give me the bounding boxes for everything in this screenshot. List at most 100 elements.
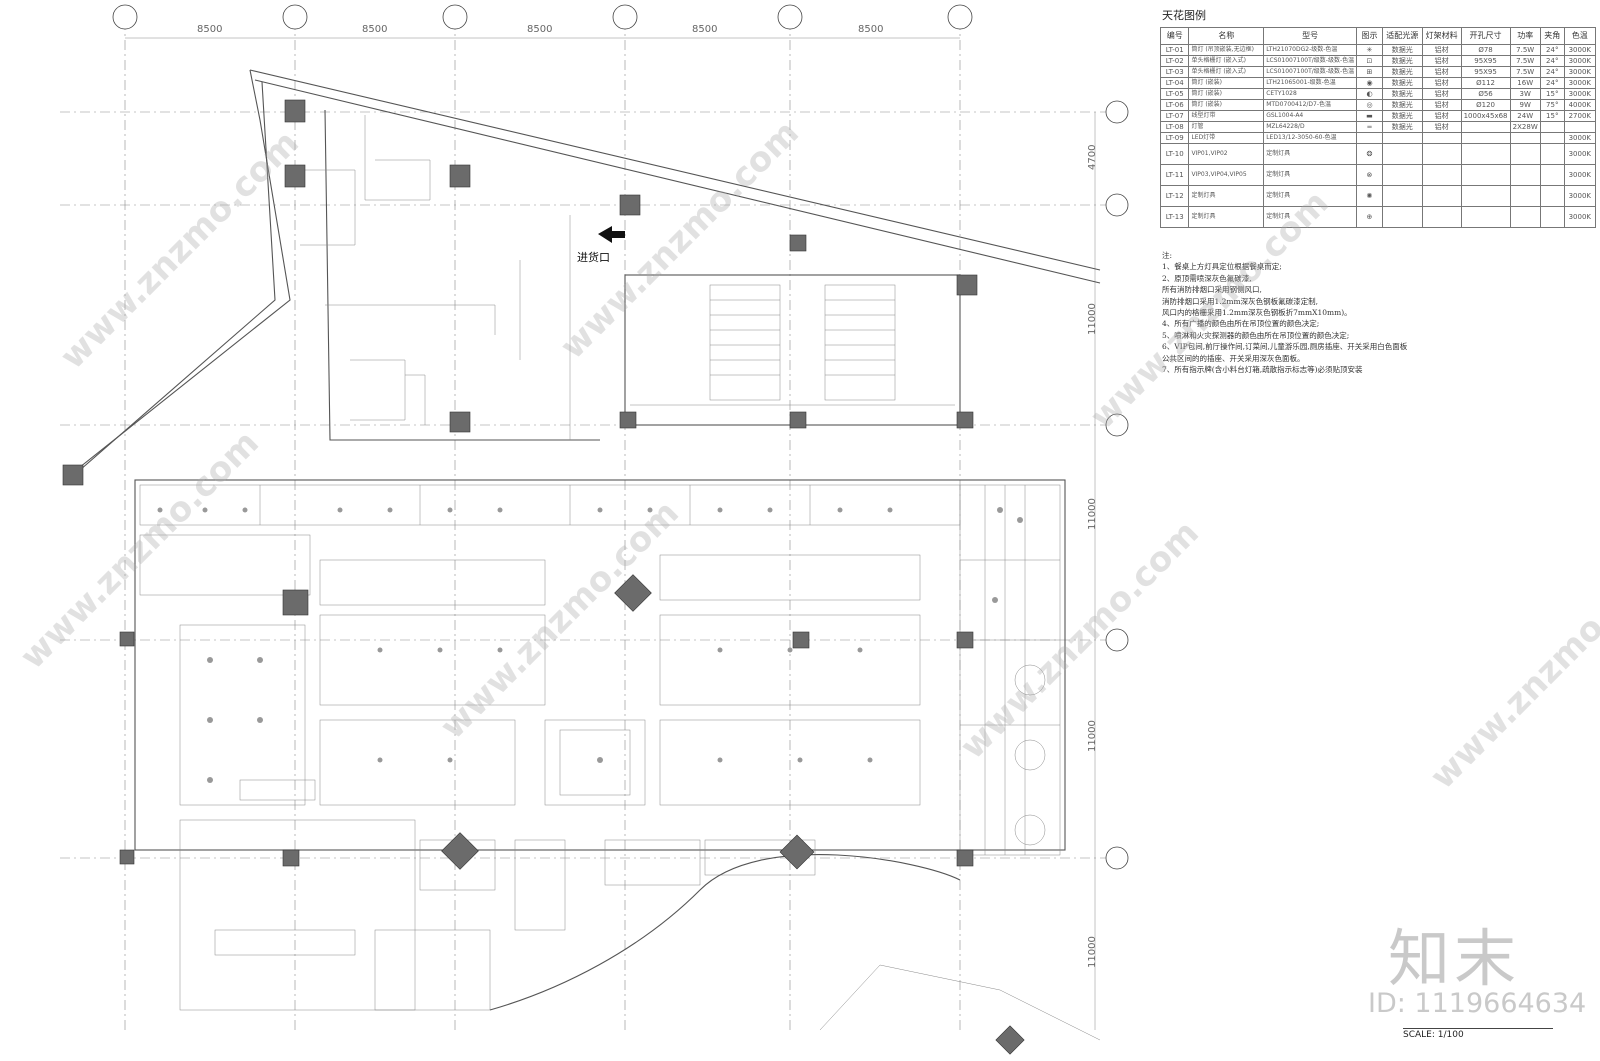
right-dim-5: 11000: [1087, 936, 1098, 968]
legend-cell-power: 9W: [1509, 99, 1541, 111]
legend-cell-frame: 铝材: [1421, 121, 1462, 133]
legend-cell-power: 7.5W: [1509, 66, 1541, 78]
top-dim-5: 8500: [858, 24, 884, 35]
legend-cell-code: LT-11: [1159, 164, 1190, 186]
legend-cell-hole: [1460, 206, 1511, 228]
legend-cell-frame: 铝材: [1421, 44, 1462, 56]
legend-cell-name: 单头格栅灯 (嵌入式): [1188, 55, 1265, 67]
legend-cell-name: 定制灯具: [1188, 206, 1265, 228]
legend-cell-angle: 15°: [1539, 110, 1565, 122]
legend-cell-name: 筒灯 (嵌装): [1188, 99, 1265, 111]
legend-cell-hole: [1460, 132, 1511, 144]
legend-cell-source: 数据光: [1381, 44, 1423, 56]
legend-cell-temp: 3000K: [1563, 66, 1597, 78]
legend-cell-symbol: ⊞: [1356, 66, 1383, 78]
legend-cell-hole: [1460, 121, 1511, 133]
legend-cell-source: [1381, 164, 1423, 186]
notes-title: 注:: [1162, 251, 1173, 260]
legend-cell-source: 数据光: [1381, 55, 1423, 67]
legend-cell-name: 灯管: [1188, 121, 1265, 133]
top-dim-2: 8500: [362, 24, 388, 35]
legend-cell-source: 数据光: [1381, 99, 1423, 111]
legend-cell-name: VIP03,VIP04,VIP05: [1188, 164, 1265, 186]
entry-label: 进货口: [577, 251, 610, 264]
note-line: 所有消防排烟口采用钢侧风口,: [1162, 285, 1262, 295]
legend-cell-name: 线型灯带: [1188, 110, 1265, 122]
legend-cell-frame: [1421, 143, 1462, 165]
legend-cell-name: 筒灯 (吊顶嵌装,无边框): [1188, 44, 1265, 56]
legend-cell-angle: 24°: [1539, 77, 1565, 89]
note-line: 2、原顶需喷深灰色氟碳漆,: [1162, 273, 1252, 283]
legend-header: 名称: [1188, 27, 1265, 45]
legend-cell-source: 数据光: [1381, 88, 1423, 100]
legend-cell-temp: 3000K: [1563, 143, 1597, 165]
legend-cell-source: [1381, 185, 1423, 207]
note-line: 4、所有广播的颜色由所在吊顶位置的颜色决定;: [1162, 319, 1320, 329]
right-dim-1: 4700: [1087, 144, 1098, 170]
legend-cell-power: 2X28W: [1509, 121, 1541, 133]
legend-cell-source: [1381, 143, 1423, 165]
stair-block: [624, 274, 961, 426]
legend-cell-source: [1381, 132, 1423, 144]
legend-title: 天花图例: [1162, 9, 1206, 22]
note-line: 6、VIP包间,前厅操作间,订菜间,儿童游乐园,厕房插座、开关采用白色面板: [1162, 342, 1408, 352]
legend-cell-symbol: ⊗: [1356, 164, 1383, 186]
legend-cell-temp: 2700K: [1563, 110, 1597, 122]
legend-cell-code: LT-09: [1159, 132, 1190, 144]
legend-cell-frame: [1421, 132, 1462, 144]
legend-cell-power: [1509, 206, 1541, 228]
legend-cell-frame: 铝材: [1421, 99, 1462, 111]
legend-cell-model: LCS01007100T/级数-级数-色温: [1263, 55, 1358, 67]
legend-cell-code: LT-10: [1159, 143, 1190, 165]
legend-cell-power: 16W: [1509, 77, 1541, 89]
legend-cell-angle: 24°: [1539, 55, 1565, 67]
legend-cell-hole: Ø120: [1460, 99, 1511, 111]
legend-cell-power: [1509, 143, 1541, 165]
legend-cell-name: 定制灯具: [1188, 185, 1265, 207]
legend-cell-temp: 3000K: [1563, 206, 1597, 228]
legend-header: 开孔尺寸: [1460, 27, 1511, 45]
legend-cell-code: LT-06: [1159, 99, 1190, 111]
legend-cell-symbol: ◐: [1356, 88, 1383, 100]
entry-arrow-icon: [598, 226, 625, 243]
legend-header: 灯架材料: [1421, 27, 1462, 45]
legend-cell-frame: [1421, 164, 1462, 186]
legend-header: 夹角: [1539, 27, 1565, 45]
legend-cell-frame: 铝材: [1421, 66, 1462, 78]
legend-cell-frame: [1421, 185, 1462, 207]
legend-cell-symbol: ❂: [1356, 143, 1383, 165]
legend-cell-name: 筒灯 (嵌装): [1188, 77, 1265, 89]
legend-cell-model: 定制灯具: [1263, 206, 1358, 228]
legend-cell-angle: 24°: [1539, 66, 1565, 78]
legend-cell-temp: 3000K: [1563, 55, 1597, 67]
legend-cell-temp: 3000K: [1563, 88, 1597, 100]
legend-cell-code: LT-03: [1159, 66, 1190, 78]
legend-header: 适配光源: [1381, 27, 1423, 45]
top-dim-4: 8500: [692, 24, 718, 35]
legend-cell-model: LED13/12-3050-60-色温: [1263, 132, 1358, 144]
legend-cell-temp: 3000K: [1563, 77, 1597, 89]
light-fixtures: [157, 507, 1023, 783]
legend-table: 编号 名称 型号 图示 适配光源 灯架材料 开孔尺寸 功率 夹角 色温 LT-0…: [1159, 27, 1597, 228]
legend-cell-hole: [1460, 143, 1511, 165]
id-label: ID: 1119664634: [1368, 988, 1587, 1019]
legend-cell-name: LED灯带: [1188, 132, 1265, 144]
legend-cell-power: 7.5W: [1509, 44, 1541, 56]
legend-cell-symbol: ═: [1356, 121, 1383, 133]
legend-header: 图示: [1356, 27, 1383, 45]
legend-header: 编号: [1159, 27, 1190, 45]
legend-cell-code: LT-08: [1159, 121, 1190, 133]
grid-bubbles-right: [1105, 100, 1129, 870]
legend-cell-model: 定制灯具: [1263, 143, 1358, 165]
legend-cell-symbol: ▬: [1356, 110, 1383, 122]
brand-logo: 知末: [1388, 922, 1521, 995]
legend-cell-hole: 95X95: [1460, 66, 1511, 78]
legend-cell-angle: 24°: [1539, 44, 1565, 56]
